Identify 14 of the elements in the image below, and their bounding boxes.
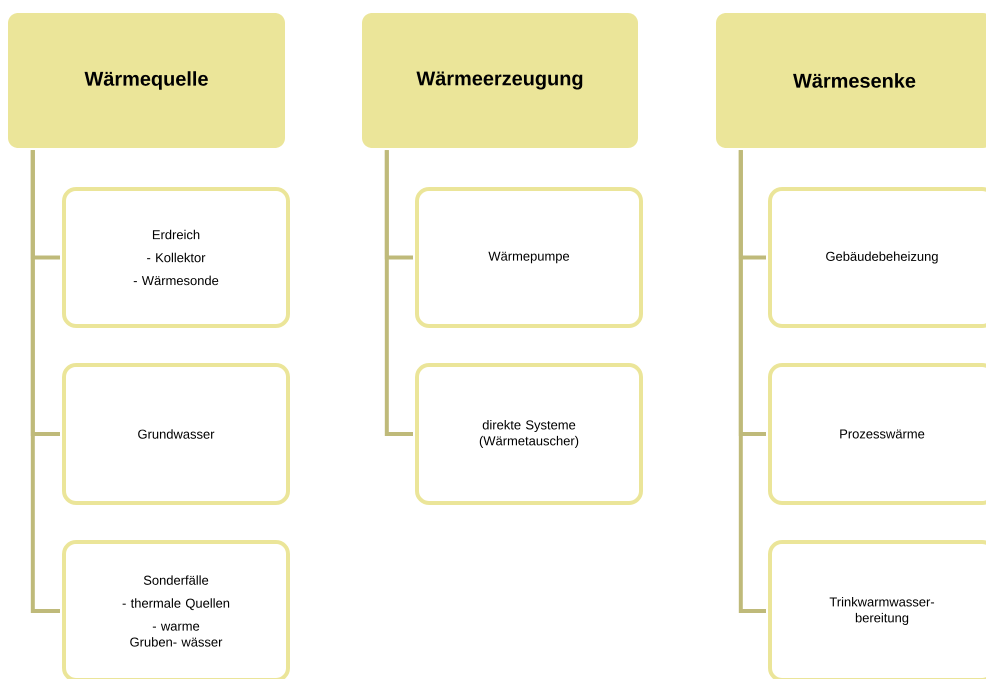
item-box: Trinkwarmwasser- bereitung [768,540,986,679]
category-header-box: Wärmeerzeugung [362,13,638,148]
item-box: Prozesswärme [768,362,986,505]
connector-line [738,150,766,613]
category-header-box: Wärmequelle [8,13,285,148]
item-box: direkte Systeme (Wärmetauscher) [415,362,643,505]
item-box: Gebäudebeheizung [768,186,986,328]
item-box: Grundwasser [62,362,290,505]
item-box: Sonderfälle - thermale Quellen - warme Gruben- wässer [62,540,290,679]
connector-line [30,150,60,613]
connector-line [384,150,413,436]
item-box: Wärmepumpe [415,186,643,328]
item-box: Erdreich - Kollektor - Wärmesonde [62,186,290,328]
category-header-box: Wärmesenke [716,13,986,148]
